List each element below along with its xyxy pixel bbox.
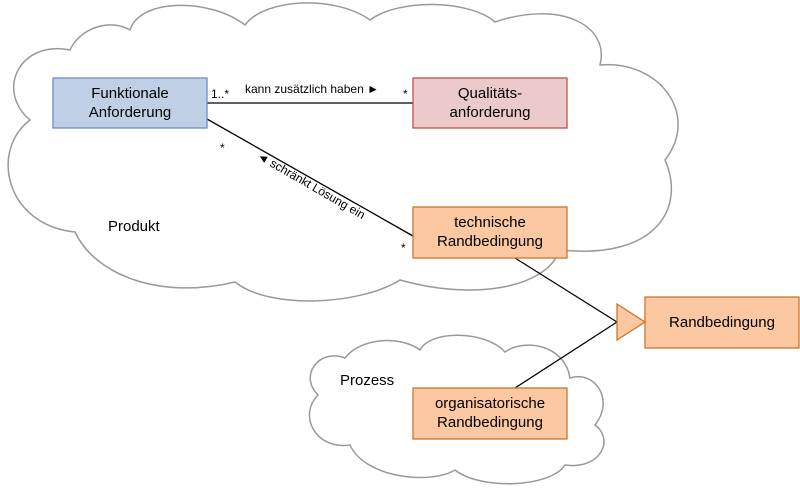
generalization-arrowhead xyxy=(616,302,647,342)
generalization-line-technical xyxy=(514,257,618,323)
multiplicity-has-additionally-target: * xyxy=(403,87,408,101)
box-quality-line2: anforderung xyxy=(450,104,531,121)
box-constraint[interactable]: Randbedingung xyxy=(644,296,800,349)
box-organizational-line1: organisatorische xyxy=(435,395,545,412)
box-quality-line1: Qualitäts- xyxy=(458,85,522,102)
box-quality-requirement[interactable]: Qualitäts- anforderung xyxy=(412,77,568,129)
association-label-has-additionally: kann zusätzlich haben ► xyxy=(245,82,379,96)
product-cloud xyxy=(7,2,679,302)
box-functional-requirement[interactable]: Funktionale Anforderung xyxy=(52,77,208,129)
box-technical-constraint[interactable]: technische Randbedingung xyxy=(412,206,568,259)
box-technical-line1: technische xyxy=(454,214,526,231)
box-functional-line1: Funktionale xyxy=(91,85,169,102)
box-organizational-constraint[interactable]: organisatorische Randbedingung xyxy=(412,387,568,440)
product-cloud-label: Produkt xyxy=(108,218,161,235)
process-cloud-label: Prozess xyxy=(340,372,394,389)
box-organizational-line2: Randbedingung xyxy=(437,414,543,431)
multiplicity-has-additionally-source: 1..* xyxy=(211,87,229,101)
multiplicity-restricts-source: * xyxy=(220,141,225,155)
box-technical-line2: Randbedingung xyxy=(437,233,543,250)
multiplicity-restricts-target: * xyxy=(401,241,406,255)
box-constraint-line1: Randbedingung xyxy=(669,314,775,331)
box-functional-line2: Anforderung xyxy=(89,104,172,121)
association-line-restricts-solution xyxy=(206,118,414,237)
generalization-line-organizational xyxy=(514,321,618,389)
